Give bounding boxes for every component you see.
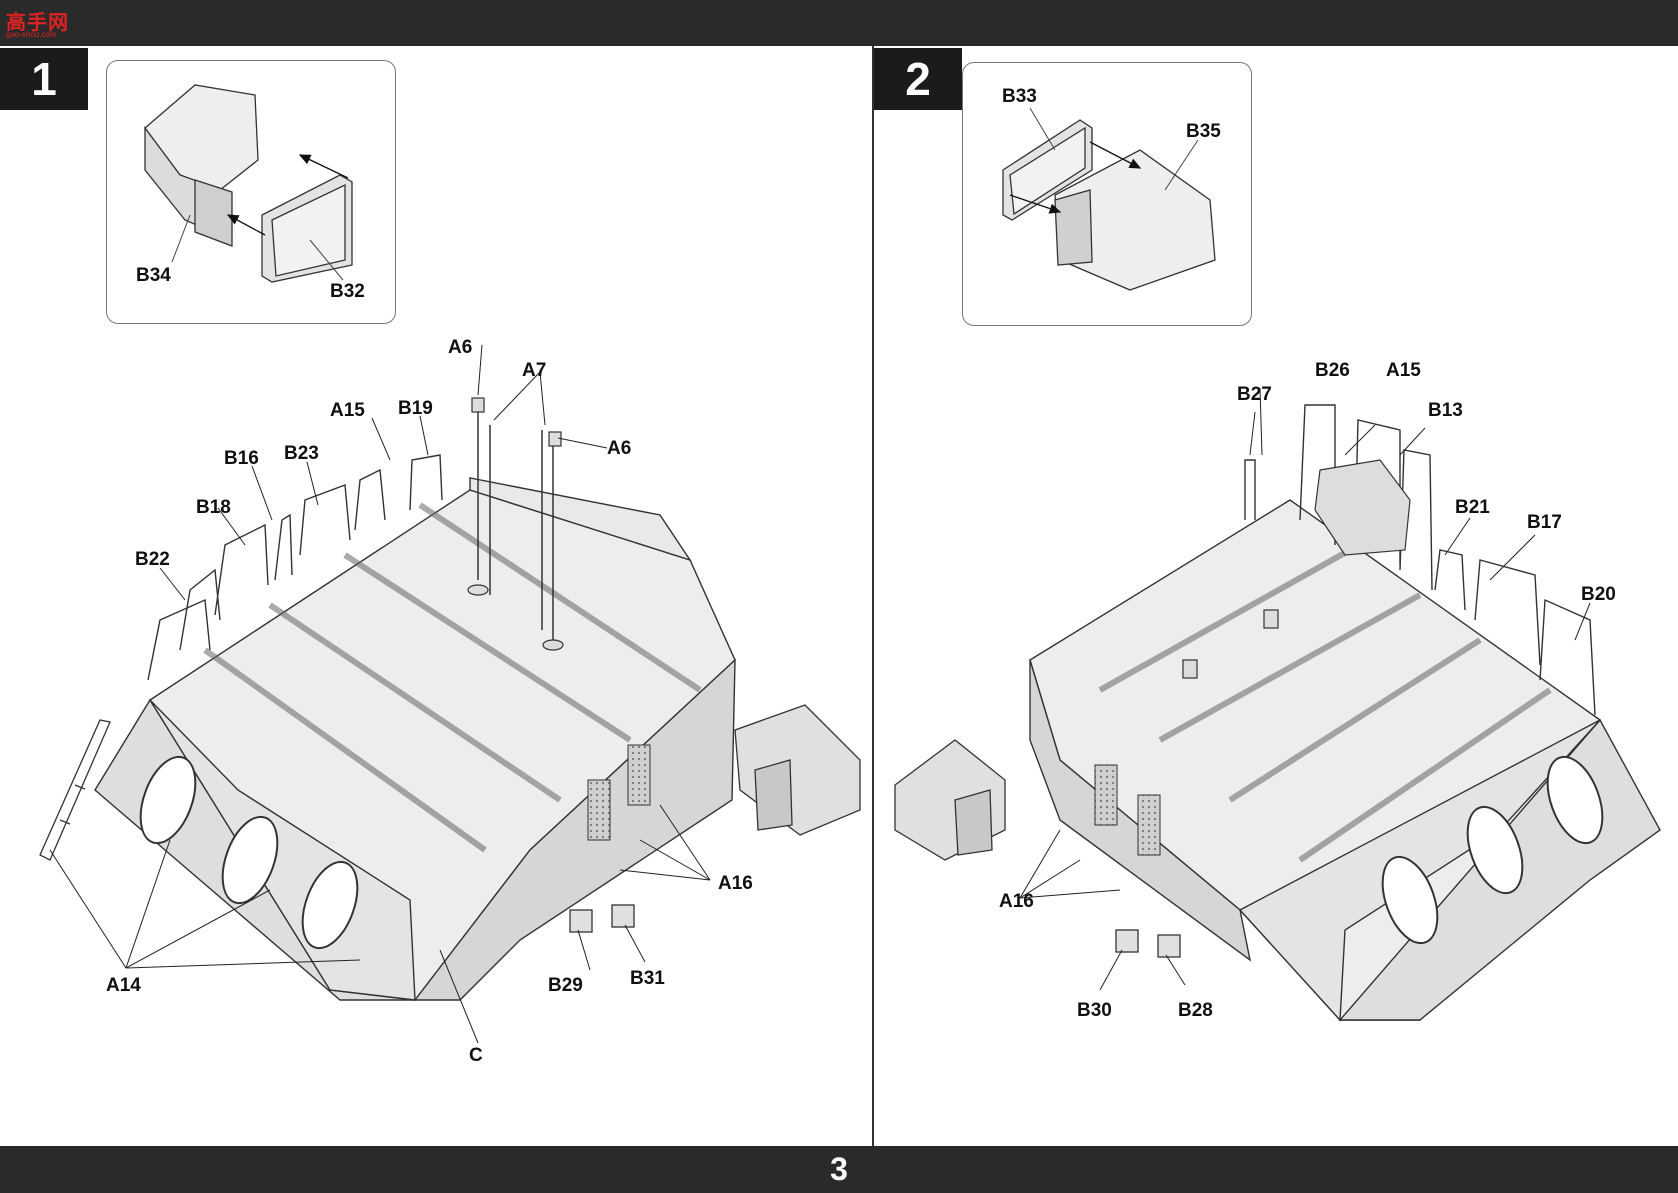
page-divider xyxy=(872,46,874,1146)
part-label: A15 xyxy=(1386,360,1421,381)
part-label: C xyxy=(469,1045,483,1066)
part-label: B33 xyxy=(1002,86,1037,107)
step-1-casemate xyxy=(94,477,736,1001)
top-bar xyxy=(0,0,1678,46)
part-label: B29 xyxy=(548,975,583,996)
part-label: B23 xyxy=(284,443,319,464)
part-label: B34 xyxy=(136,265,171,286)
logo-text: 高手网 xyxy=(6,12,69,34)
part-label: B17 xyxy=(1527,512,1562,533)
part-label: B31 xyxy=(630,968,665,989)
part-label: B32 xyxy=(330,281,365,302)
part-label: A7 xyxy=(522,360,547,381)
bottom-bar xyxy=(0,1146,1678,1193)
part-label: B28 xyxy=(1178,1000,1213,1021)
part-label: B22 xyxy=(135,549,170,570)
part-label: B18 xyxy=(196,497,231,518)
part-label: A6 xyxy=(607,438,632,459)
step-1-number: 1 xyxy=(0,48,88,110)
part-label: A16 xyxy=(718,873,753,894)
part-label: B19 xyxy=(398,398,433,419)
part-label: B30 xyxy=(1077,1000,1112,1021)
part-label: A6 xyxy=(448,337,473,358)
part-label: B26 xyxy=(1315,360,1350,381)
page-number: 3 xyxy=(830,1151,848,1187)
part-label: B21 xyxy=(1455,497,1490,518)
step-2-inset-drawing xyxy=(1002,119,1216,291)
part-label: B27 xyxy=(1237,384,1272,405)
part-label: B13 xyxy=(1428,400,1463,421)
part-label: B16 xyxy=(224,448,259,469)
part-label: A16 xyxy=(999,891,1034,912)
part-label: B35 xyxy=(1186,121,1221,142)
step-2-number: 2 xyxy=(874,48,962,110)
logo-url: gao-shou.com xyxy=(6,30,57,39)
part-label: A15 xyxy=(330,400,365,421)
part-label: B20 xyxy=(1581,584,1616,605)
site-logo: 高手网 gao-shou.com xyxy=(6,4,70,40)
part-label: A14 xyxy=(106,975,141,996)
step-1-inset-drawing xyxy=(144,84,353,283)
